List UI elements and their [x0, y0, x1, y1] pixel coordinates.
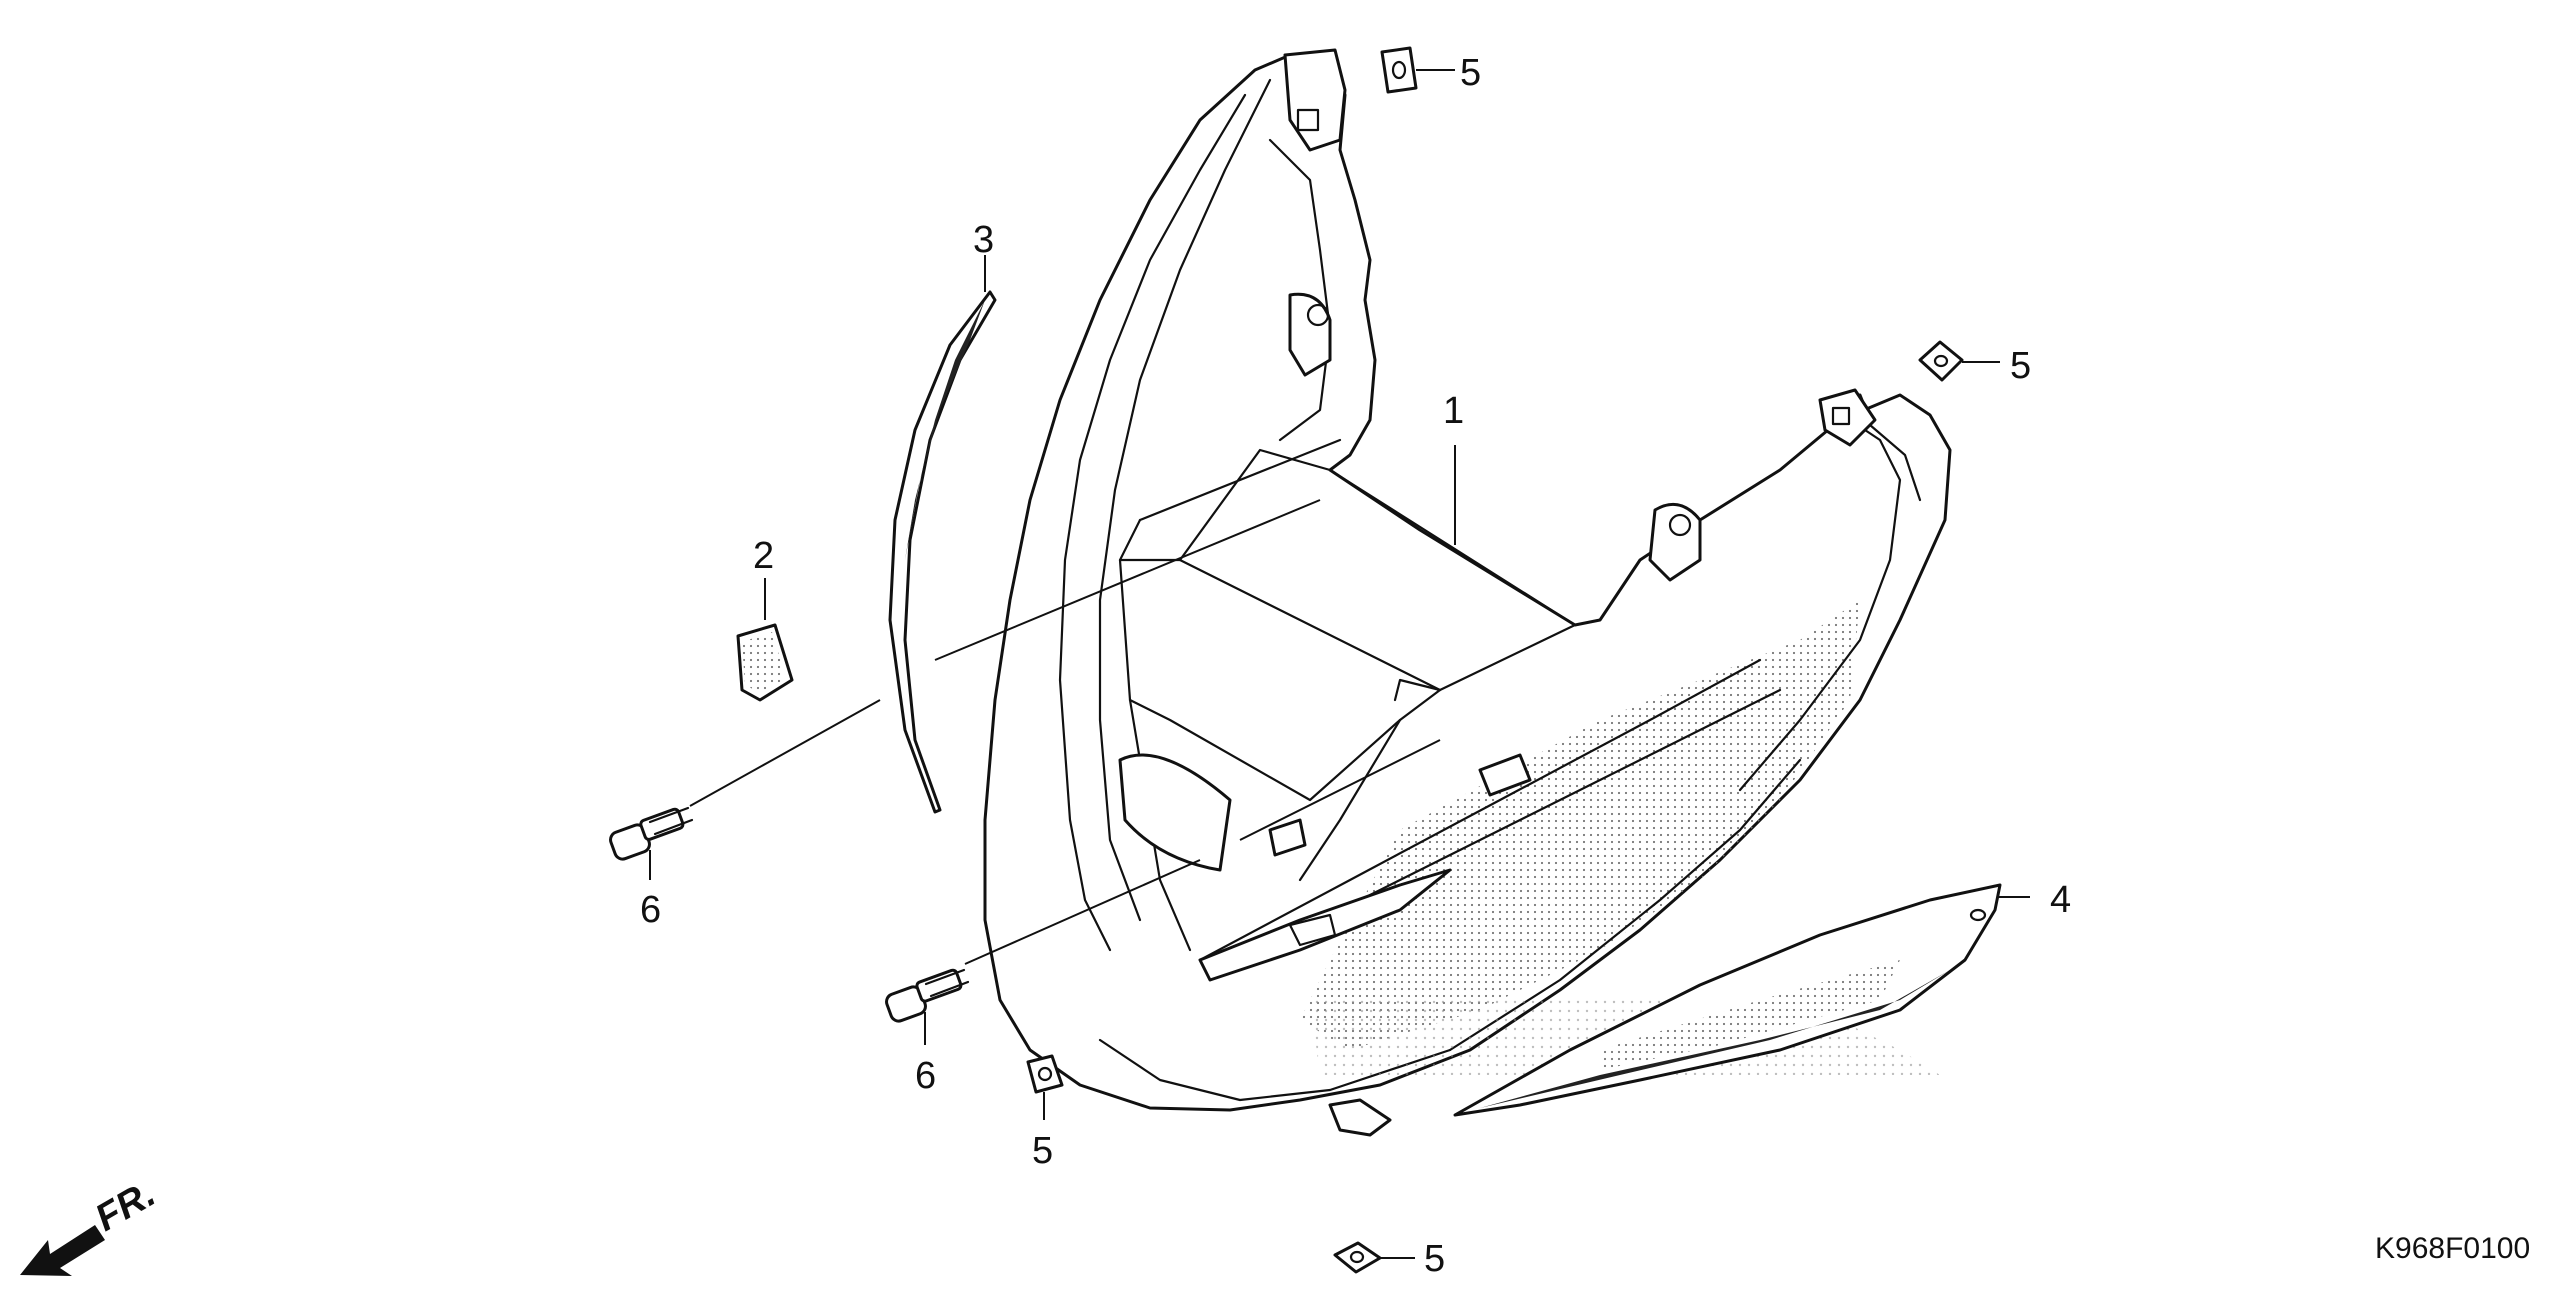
leader-lines	[649, 69, 2030, 1259]
callout-6-lower: 6	[915, 1055, 936, 1097]
callout-5-top: 5	[1460, 52, 1481, 94]
front-direction-marker: FR.	[20, 1173, 163, 1276]
bolt-part-lower[interactable]	[884, 968, 970, 1023]
callout-3: 3	[973, 219, 994, 261]
front-marker-label: FR.	[89, 1173, 163, 1240]
figure-code: K968F0100	[2375, 1232, 2530, 1265]
front-arrow-icon	[20, 1225, 105, 1276]
front-cover-part[interactable]	[983, 48, 1952, 1137]
callout-6-upper: 6	[640, 889, 661, 931]
clip-nut-part-bottom[interactable]	[1333, 1241, 1382, 1274]
callout-5-middle: 5	[1032, 1130, 1053, 1172]
callout-4: 4	[2050, 879, 2071, 921]
bolt-part-upper[interactable]	[608, 806, 694, 861]
clip-nut-part-top[interactable]	[1380, 46, 1418, 94]
clip-nut-part-middle[interactable]	[1026, 1054, 1064, 1094]
callout-5-right: 5	[2010, 345, 2031, 387]
plate-part[interactable]	[736, 623, 794, 702]
callout-1: 1	[1443, 390, 1464, 432]
clip-nut-part-right[interactable]	[1918, 340, 1964, 382]
side-trim-part[interactable]	[1453, 883, 2002, 1117]
callout-2: 2	[753, 535, 774, 577]
callout-5-bottom: 5	[1424, 1238, 1445, 1280]
left-strip-part[interactable]	[888, 290, 997, 814]
